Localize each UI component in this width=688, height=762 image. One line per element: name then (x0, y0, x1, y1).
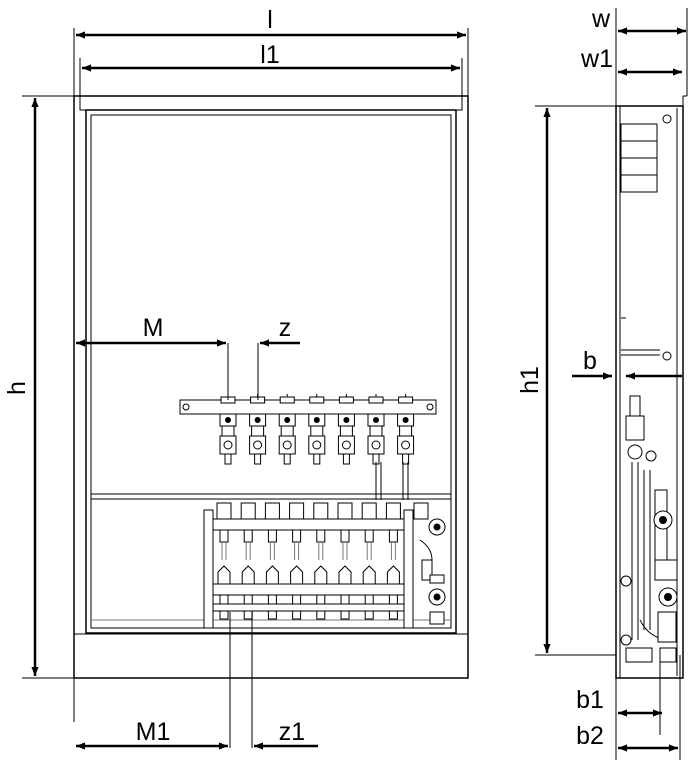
label-z1: z1 (279, 718, 305, 746)
return-manifold-bar (212, 583, 405, 596)
upper-valve (337, 394, 355, 465)
upper-valve (219, 394, 237, 465)
label-M1: M1 (136, 718, 171, 746)
lower-outlet (289, 502, 305, 620)
supply-manifold-bar (212, 518, 405, 531)
lower-outlet (385, 502, 401, 620)
label-z: z (279, 314, 292, 342)
label-b1: b1 (576, 686, 604, 714)
label-h1: h1 (516, 366, 544, 394)
upper-valve (278, 394, 296, 465)
right-fittings (413, 502, 446, 625)
upper-manifold-bar (179, 399, 437, 415)
lower-outlet (216, 502, 232, 620)
front-view (73, 95, 469, 748)
side-cabinet-outline (615, 105, 684, 679)
front-dimensions: l l1 h M z M1 z1 (3, 6, 469, 750)
cabinet-door-frame (85, 109, 457, 634)
lower-outlet (313, 502, 329, 620)
label-w: w (591, 5, 611, 33)
lower-outlet-group (216, 502, 401, 620)
upper-valve (397, 394, 415, 465)
label-b2: b2 (576, 722, 604, 750)
lower-outlet (240, 502, 256, 620)
side-view (615, 8, 688, 760)
label-h: h (3, 381, 31, 395)
label-l: l (267, 6, 273, 34)
manifold-screw-left (182, 403, 190, 411)
upper-valve-group (219, 394, 415, 465)
label-w1: w1 (580, 45, 613, 73)
manifold-right-post (403, 509, 414, 629)
label-M: M (143, 314, 164, 342)
cabinet-top-lip (79, 95, 463, 111)
label-l1: l1 (260, 41, 279, 69)
side-dimensions: w w1 h1 b b1 b2 (516, 5, 686, 752)
side-hinge-top (662, 114, 672, 124)
outlet-manifold-bar (212, 603, 405, 612)
side-valve-assembly (620, 395, 678, 663)
cabinet-inner-frame (90, 114, 452, 629)
upper-valve (367, 394, 385, 465)
lower-outlet (264, 502, 280, 620)
lower-outlet (361, 502, 377, 620)
upper-valve (308, 394, 326, 465)
manifold-screw-right (426, 403, 434, 411)
manifold-left-post (203, 509, 214, 629)
label-b: b (583, 347, 597, 375)
side-hinge-middle (662, 351, 672, 361)
lower-outlet (337, 502, 353, 620)
